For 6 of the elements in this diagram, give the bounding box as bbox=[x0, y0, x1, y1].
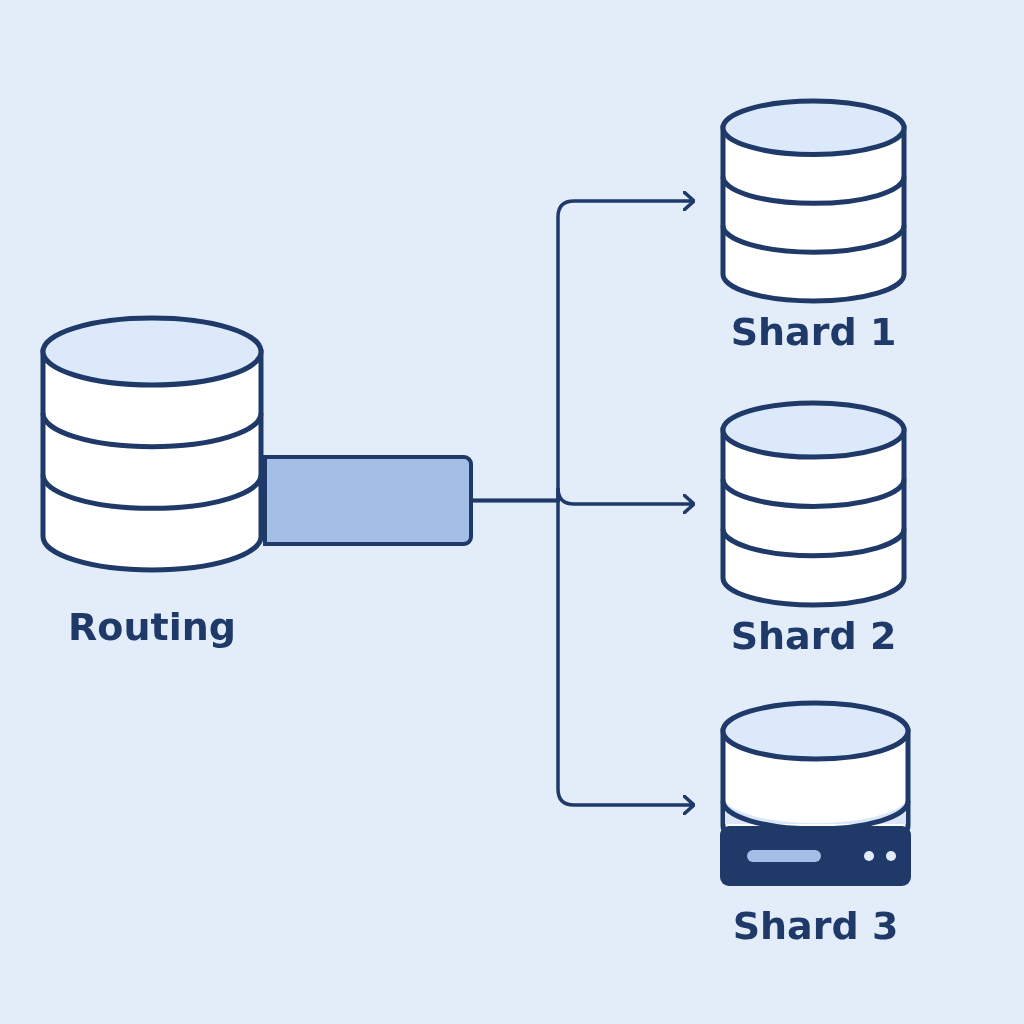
node-label: Shard 2 bbox=[729, 614, 898, 658]
node-label: Shard 1 bbox=[729, 310, 898, 354]
node-label: Shard 3 bbox=[731, 904, 900, 948]
arrow bbox=[473, 498, 696, 816]
connector-box bbox=[263, 455, 473, 546]
node-label: Routing bbox=[67, 605, 237, 649]
